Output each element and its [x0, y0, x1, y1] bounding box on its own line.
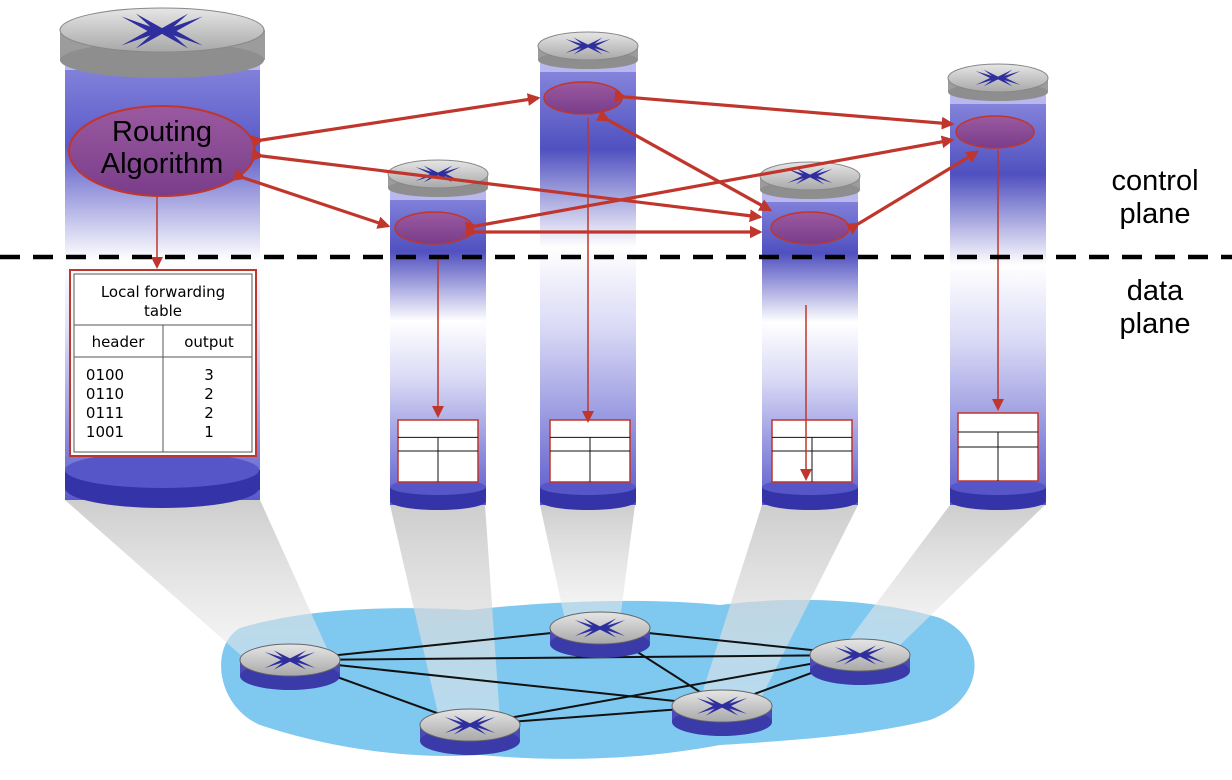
control-plane-line2: plane	[1119, 198, 1191, 230]
flow-table-icon	[957, 412, 1039, 482]
router-cylinder	[387, 159, 489, 510]
routing-label-line2: Algorithm	[101, 148, 224, 180]
router-cylinder	[537, 31, 639, 510]
table-col-output: output	[184, 333, 234, 351]
network-router	[809, 638, 911, 685]
table-title-line1: Local forwarding	[101, 283, 225, 301]
control-arrow	[232, 168, 391, 229]
data-plane-line1: data	[1126, 275, 1184, 307]
router-x-icon	[121, 13, 203, 49]
control-agent-ellipse	[394, 211, 474, 245]
flow-table-icon	[397, 419, 479, 483]
table-cell-output: 2	[204, 385, 214, 403]
local-forwarding-table: Local forwarding table header output 010…	[69, 269, 257, 457]
table-cell-output: 2	[204, 404, 214, 422]
router-x-icon	[264, 650, 316, 670]
control-agent-ellipse	[543, 81, 623, 115]
routing-label-line1: Routing	[112, 116, 212, 148]
router-cylinder-left: Routing Algorithm Local forwarding table…	[59, 7, 265, 508]
network-router	[549, 611, 651, 658]
network-routers	[239, 611, 911, 755]
data-plane-line2: plane	[1119, 308, 1191, 340]
table-cell-header: 0111	[86, 404, 124, 422]
control-arrow	[250, 93, 541, 148]
control-plane-line1: control	[1111, 165, 1199, 197]
flow-table-icon	[771, 419, 853, 483]
network-router	[239, 643, 341, 690]
control-arrow	[845, 150, 980, 235]
router-x-icon	[975, 69, 1021, 87]
table-cell-header: 1001	[86, 423, 124, 441]
control-plane-label: control plane	[1090, 165, 1220, 231]
router-x-icon	[565, 37, 611, 55]
table-cell-output: 1	[204, 423, 214, 441]
control-plane-arrows	[232, 89, 980, 239]
control-agent-ellipse	[770, 211, 850, 245]
router-x-icon	[444, 715, 496, 735]
control-agent-ellipse	[955, 115, 1035, 149]
flow-table-icon	[549, 419, 631, 483]
projection-beams	[65, 500, 1045, 722]
network-router	[671, 689, 773, 736]
router-cylinder	[759, 161, 861, 510]
router-x-icon	[574, 618, 626, 638]
router-x-icon	[696, 696, 748, 716]
table-cell-output: 3	[204, 366, 214, 384]
table-title-line2: table	[144, 302, 182, 320]
control-arrow	[614, 89, 955, 130]
router-cylinder	[947, 63, 1049, 510]
data-plane-label: data plane	[1090, 275, 1220, 341]
table-col-header: header	[92, 333, 146, 351]
table-cell-header: 0100	[86, 366, 124, 384]
network-router	[419, 708, 521, 755]
router-x-icon	[834, 645, 886, 665]
router-cylinders	[387, 31, 1049, 510]
table-cell-header: 0110	[86, 385, 124, 403]
